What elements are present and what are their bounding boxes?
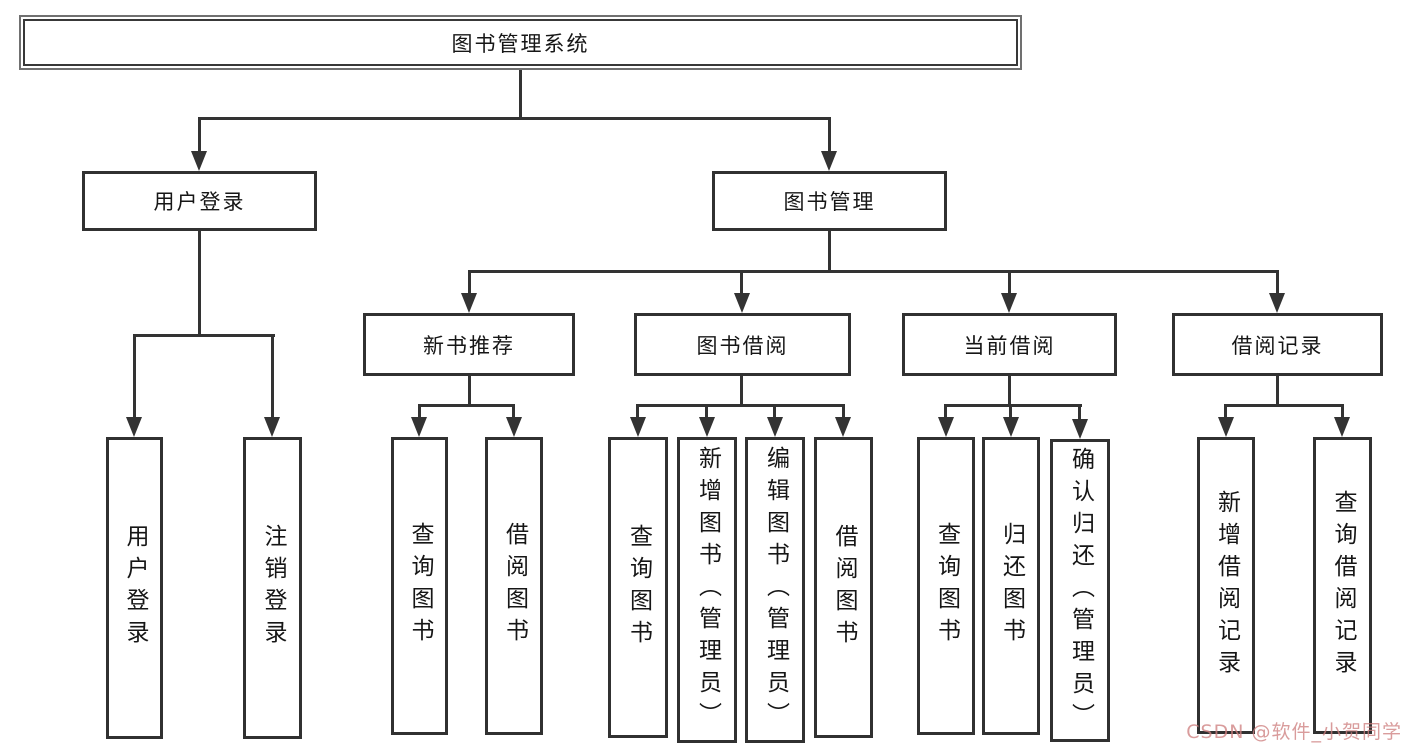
arrow-down-icon xyxy=(699,417,715,437)
leaf-add-borrow-record: 新增借阅记录 xyxy=(1197,437,1255,734)
arrow-down-icon xyxy=(938,417,954,437)
leaf-borrow-add-book-admin: 新增图书（管理员） xyxy=(677,437,737,743)
connector-to-leaf xyxy=(1341,404,1344,419)
leaf-current-return-book-label: 归还图书 xyxy=(998,522,1025,650)
arrow-down-icon xyxy=(461,293,477,313)
connector-current-stem xyxy=(1008,376,1011,407)
connector-recommend-stem xyxy=(468,376,471,407)
leaf-borrow-borrow-book: 借阅图书 xyxy=(814,437,873,738)
connector-login-stem xyxy=(198,231,201,335)
node-book-borrow: 图书借阅 xyxy=(634,313,851,376)
leaf-recommend-query-book: 查询图书 xyxy=(391,437,448,735)
arrow-down-icon xyxy=(1003,417,1019,437)
connector-management-rail xyxy=(468,270,1279,273)
connector-to-leaf xyxy=(842,404,845,419)
connector-records-rail xyxy=(1224,404,1344,407)
connector-to-leaf xyxy=(418,404,421,419)
leaf-current-query-book: 查询图书 xyxy=(917,437,975,735)
leaf-current-confirm-return-admin: 确认归还（管理员） xyxy=(1050,439,1110,742)
connector-to-leaf xyxy=(944,404,947,419)
arrow-down-icon xyxy=(767,417,783,437)
node-borrow-records: 借阅记录 xyxy=(1172,313,1383,376)
arrow-down-icon xyxy=(191,151,207,171)
connector-to-leaf xyxy=(1009,404,1012,419)
arrow-down-icon xyxy=(734,293,750,313)
leaf-borrow-edit-book-admin-label: 编辑图书（管理员） xyxy=(762,446,789,734)
leaf-borrow-edit-book-admin: 编辑图书（管理员） xyxy=(745,437,805,743)
node-new-book-recommend: 新书推荐 xyxy=(363,313,575,376)
node-library-system: 图书管理系统 xyxy=(19,15,1022,70)
connector-to-leaf-user-login xyxy=(133,334,136,418)
connector-to-borrow-records xyxy=(1276,270,1279,295)
leaf-add-borrow-record-label: 新增借阅记录 xyxy=(1213,489,1240,682)
connector-to-new-book-recommend xyxy=(468,270,471,295)
arrow-down-icon xyxy=(835,417,851,437)
connector-to-leaf xyxy=(636,404,639,419)
leaf-recommend-borrow-book: 借阅图书 xyxy=(485,437,543,735)
connector-to-book-management xyxy=(828,117,831,152)
connector-login-rail xyxy=(133,334,275,337)
connector-to-user-login xyxy=(198,117,201,152)
connector-borrow-stem xyxy=(740,376,743,407)
leaf-recommend-borrow-book-label: 借阅图书 xyxy=(501,522,528,650)
leaf-borrow-add-book-admin-label: 新增图书（管理员） xyxy=(694,446,721,734)
leaf-user-login-label: 用户登录 xyxy=(122,524,148,652)
node-user-login: 用户登录 xyxy=(82,171,317,231)
arrow-down-icon xyxy=(630,417,646,437)
node-book-management: 图书管理 xyxy=(712,171,947,231)
leaf-borrow-query-book: 查询图书 xyxy=(608,437,668,738)
connector-root-stem xyxy=(519,70,522,118)
connector-management-stem xyxy=(828,231,831,273)
arrow-down-icon xyxy=(821,151,837,171)
leaf-logout: 注销登录 xyxy=(243,437,302,739)
leaf-recommend-query-book-label: 查询图书 xyxy=(407,522,433,650)
arrow-down-icon xyxy=(1269,293,1285,313)
arrow-down-icon xyxy=(506,417,522,437)
node-new-book-recommend-label: 新书推荐 xyxy=(423,333,515,358)
node-borrow-records-label: 借阅记录 xyxy=(1231,333,1324,358)
connector-root-rail xyxy=(198,117,831,120)
csdn-watermark: CSDN @软件_小贺同学 xyxy=(1186,721,1402,743)
connector-to-leaf xyxy=(773,404,776,419)
connector-borrow-rail xyxy=(636,404,845,407)
leaf-query-borrow-record: 查询借阅记录 xyxy=(1313,437,1372,734)
node-book-borrow-label: 图书借阅 xyxy=(696,333,789,358)
node-user-login-label: 用户登录 xyxy=(153,190,246,214)
leaf-logout-label: 注销登录 xyxy=(260,524,286,652)
leaf-current-query-book-label: 查询图书 xyxy=(933,522,960,650)
connector-to-leaf xyxy=(705,404,708,419)
connector-current-rail xyxy=(944,404,1082,407)
leaf-borrow-borrow-book-label: 借阅图书 xyxy=(831,523,857,652)
arrow-down-icon xyxy=(126,417,142,437)
arrow-down-icon xyxy=(264,417,280,437)
leaf-current-return-book: 归还图书 xyxy=(982,437,1040,735)
leaf-borrow-query-book-label: 查询图书 xyxy=(625,523,652,652)
connector-to-leaf xyxy=(512,404,515,419)
arrow-down-icon xyxy=(1001,293,1017,313)
node-book-management-label: 图书管理 xyxy=(783,190,876,214)
connector-records-stem xyxy=(1276,376,1279,407)
connector-to-current-borrow xyxy=(1008,270,1011,295)
arrow-down-icon xyxy=(411,417,427,437)
node-current-borrow-label: 当前借阅 xyxy=(963,333,1056,358)
arrow-down-icon xyxy=(1072,419,1088,439)
arrow-down-icon xyxy=(1334,417,1350,437)
connector-to-leaf-logout xyxy=(271,334,274,418)
connector-to-book-borrow xyxy=(740,270,743,295)
node-library-system-label: 图书管理系统 xyxy=(451,31,590,56)
leaf-query-borrow-record-label: 查询借阅记录 xyxy=(1330,489,1356,682)
connector-recommend-rail xyxy=(418,404,515,407)
arrow-down-icon xyxy=(1218,417,1234,437)
connector-to-leaf xyxy=(1224,404,1227,419)
leaf-current-confirm-return-admin-label: 确认归还（管理员） xyxy=(1067,446,1094,735)
node-current-borrow: 当前借阅 xyxy=(902,313,1117,376)
leaf-user-login: 用户登录 xyxy=(106,437,163,739)
connector-to-leaf xyxy=(1078,404,1081,419)
